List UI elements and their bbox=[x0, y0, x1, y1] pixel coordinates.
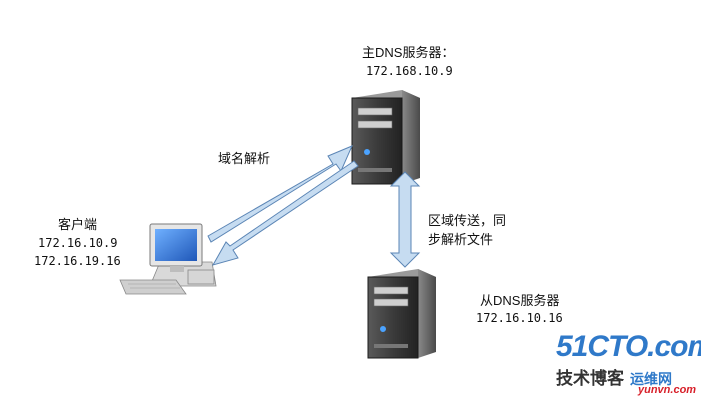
zone-transfer-arrow bbox=[389, 171, 421, 268]
transfer-label-line1: 区域传送，同 bbox=[428, 213, 507, 228]
watermark-domain: yunvn.com bbox=[638, 384, 697, 396]
client-ip-2: 172.16.19.16 bbox=[34, 254, 121, 268]
resolve-label: 域名解析 bbox=[218, 151, 271, 166]
main-server-icon bbox=[351, 90, 420, 185]
watermark-tagline: 技术博客运维网 bbox=[556, 369, 672, 388]
client-title: 客户端 bbox=[58, 217, 98, 232]
main-server-title: 主DNS服务器： bbox=[362, 45, 455, 60]
slave-server-icon bbox=[367, 269, 436, 359]
client-computer-icon bbox=[119, 223, 217, 295]
watermark-site: 51CTO.com bbox=[556, 330, 701, 363]
main-server-ip: 172.168.10.9 bbox=[366, 64, 453, 78]
client-ip-1: 172.16.10.9 bbox=[38, 236, 118, 250]
transfer-label-line2: 步解析文件 bbox=[428, 232, 494, 247]
response-arrow bbox=[211, 160, 359, 266]
slave-server-title: 从DNS服务器 bbox=[480, 293, 560, 308]
query-arrow bbox=[207, 145, 353, 243]
slave-server-ip: 172.16.10.16 bbox=[476, 311, 563, 325]
